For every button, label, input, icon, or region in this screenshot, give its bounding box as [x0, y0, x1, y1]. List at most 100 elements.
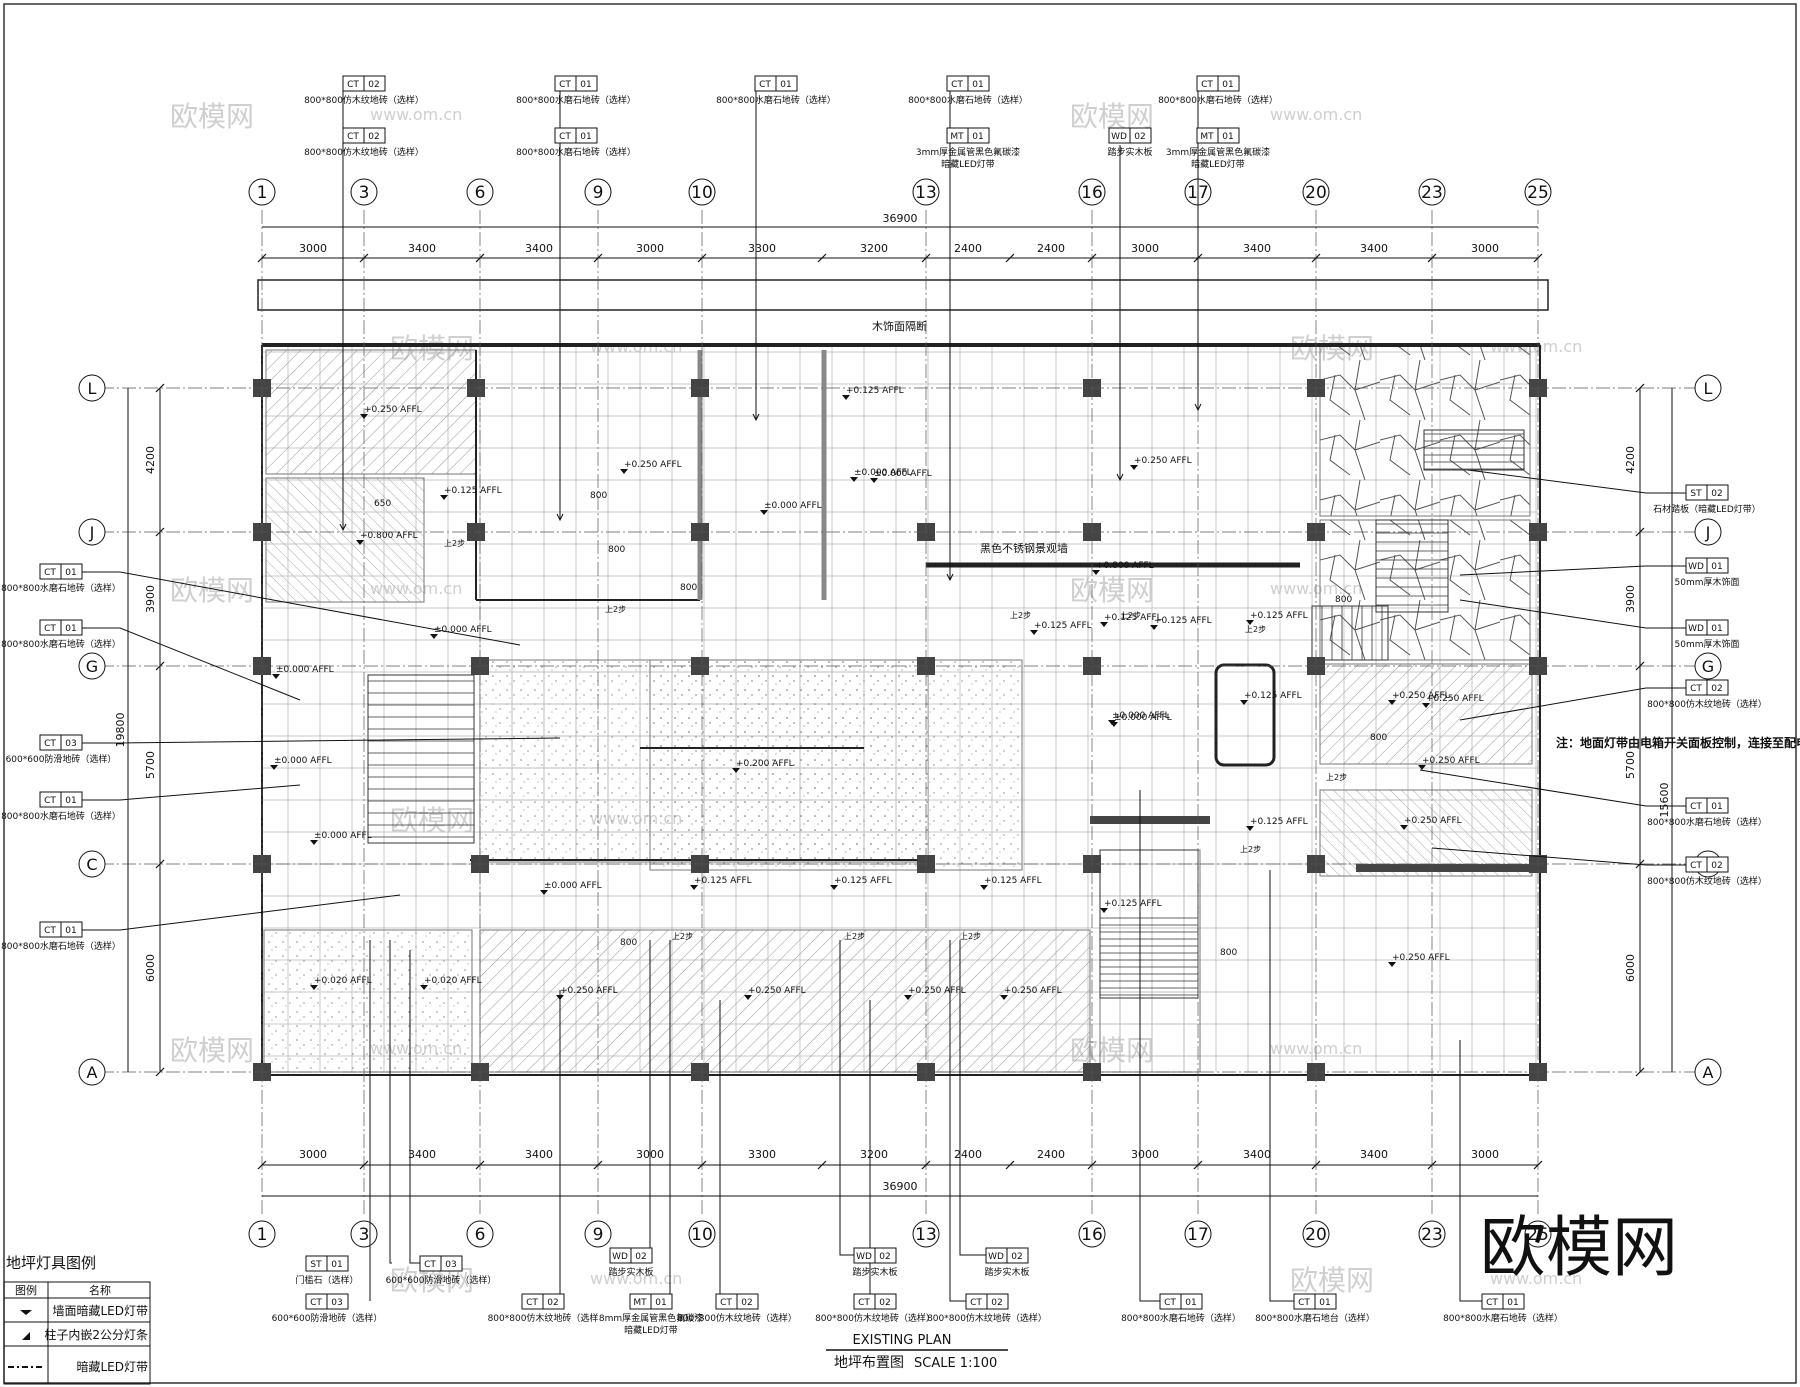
tag-code: CT [347, 132, 359, 142]
level-value: +0.125 AFFL [694, 876, 752, 886]
grid-bubble [1078, 178, 1106, 206]
grid-bubble [1418, 178, 1446, 206]
grid-row-label: L [1704, 379, 1713, 398]
grid-bubble [688, 1220, 716, 1248]
tag-num: 01 [65, 926, 76, 936]
tag-code: CT [1690, 684, 1702, 694]
tag-text: 800*800仿木纹地砖（选样） [677, 1312, 797, 1324]
dim-note: 800 [608, 545, 625, 555]
step-label: 上2步 [844, 932, 865, 941]
grid-row-label: A [1703, 1063, 1714, 1082]
watermark-logo: 欧模网 [170, 574, 254, 607]
grid-bubble [1694, 374, 1722, 402]
tag-num: 01 [65, 568, 76, 578]
level-marker-icon [356, 540, 364, 545]
grid-bubble [466, 1220, 494, 1248]
dim-label: 3200 [860, 1148, 888, 1161]
tag-code: CT [1164, 1298, 1176, 1308]
level-marker-icon [732, 768, 740, 773]
tag-text: 踏步实木板 [852, 1266, 897, 1278]
tag-num: 02 [741, 1298, 752, 1308]
grid-bubble [1694, 1058, 1722, 1086]
grid-bubble [1694, 652, 1722, 680]
tag-code: WD [1688, 562, 1704, 572]
level-marker-icon [760, 510, 768, 515]
grid-col-label: 13 [915, 183, 937, 203]
level-value: ±0.000 AFFL [1112, 711, 1170, 721]
dim-label: 3400 [1243, 242, 1271, 255]
tag-text: 800*800仿木纹地砖（选样） [815, 1312, 935, 1324]
dim-label: 3000 [636, 242, 664, 255]
tag-code: ST [310, 1260, 322, 1270]
grid-row-label: J [1705, 523, 1711, 542]
grid-bubble [584, 1220, 612, 1248]
tag-text: 800*800水磨石地砖（选样） [908, 94, 1028, 106]
grid-bubble [78, 374, 106, 402]
grid-bubble [78, 652, 106, 680]
grid-bubble [248, 1220, 276, 1248]
tag-code: WD [988, 1252, 1004, 1262]
grid-bubble [350, 178, 378, 206]
level-value: +0.250 AFFL [1392, 953, 1450, 963]
level-value: ±0.000 AFFL [274, 756, 332, 766]
level-value: +0.800 AFFL [1096, 561, 1154, 571]
tag-code: CT [44, 796, 56, 806]
tag-num: 01 [1711, 802, 1722, 812]
step-label: 上2步 [1010, 611, 1031, 620]
level-value: ±0.000 AFFL [434, 625, 492, 635]
tag-text: 50mm厚木饰面 [1675, 638, 1740, 650]
grid-col-label: 23 [1421, 1225, 1443, 1245]
dim-total-right: 15600 [1658, 783, 1671, 818]
level-marker-icon [1100, 622, 1108, 627]
level-value: +0.250 AFFL [1392, 691, 1450, 701]
legend-row-3: 暗藏LED灯带 [76, 1359, 148, 1374]
dim-label: 3000 [1471, 1148, 1499, 1161]
dim-note: 800 [680, 583, 697, 593]
level-value: +0.800 AFFL [360, 531, 418, 541]
tag-num: 02 [368, 80, 379, 90]
dim-label: 3400 [1243, 1148, 1271, 1161]
tag-text: 石材踏板（暗藏LED灯带） [1653, 503, 1761, 515]
tag-code: MT [950, 132, 964, 142]
level-value: +0.250 AFFL [1134, 456, 1192, 466]
grid-bubble [1524, 178, 1552, 206]
level-value: ±0.000 AFFL [764, 501, 822, 511]
level-marker-icon [1000, 995, 1008, 1000]
dim-label: 3300 [748, 242, 776, 255]
step-label: 上2步 [444, 539, 465, 548]
level-marker-icon [1030, 630, 1038, 635]
grid-col-label: 10 [691, 183, 713, 203]
grid-row-label: G [1702, 657, 1714, 676]
tag-num: 02 [368, 132, 379, 142]
grid-col-label: 1 [257, 183, 268, 203]
tag-num: 02 [991, 1298, 1002, 1308]
dim-label: 3200 [860, 242, 888, 255]
grid-bubble [1694, 518, 1722, 546]
grid-col-label: 16 [1081, 1225, 1103, 1245]
level-value: +0.250 AFFL [908, 986, 966, 996]
watermark-site: www.om.cn [1490, 1269, 1582, 1288]
tag-text: 门槛石（选样） [295, 1274, 358, 1286]
level-marker-icon [420, 985, 428, 990]
dim-label-side: 5700 [144, 751, 157, 779]
level-marker-icon [904, 995, 912, 1000]
tag-code: CT [720, 1298, 732, 1308]
tag-num: 02 [1711, 489, 1722, 499]
tag-text: 50mm厚木饰面 [1675, 576, 1740, 588]
tag-code: CT [559, 80, 571, 90]
level-value: +0.250 AFFL [1004, 986, 1062, 996]
level-marker-icon [620, 469, 628, 474]
tag-text: 800*800水磨石地台（选样） [1255, 1312, 1375, 1324]
tag-code: CT [424, 1260, 436, 1270]
tag-text: 800*800水磨石地砖（选样） [1, 810, 121, 822]
level-value: +0.125 AFFL [1250, 611, 1308, 621]
grid-col-label: 6 [475, 1225, 486, 1245]
level-value: ±0.000 AFFL [314, 831, 372, 841]
tag-num: 01 [1222, 132, 1233, 142]
stair-treads [368, 433, 1524, 996]
level-value: +0.125 AFFL [834, 876, 892, 886]
tag-num: 02 [635, 1252, 646, 1262]
watermark-site: www.om.cn [590, 1269, 682, 1288]
legend-row-2: 柱子内嵌2公分灯条 [44, 1327, 148, 1342]
dim-label: 3000 [299, 242, 327, 255]
